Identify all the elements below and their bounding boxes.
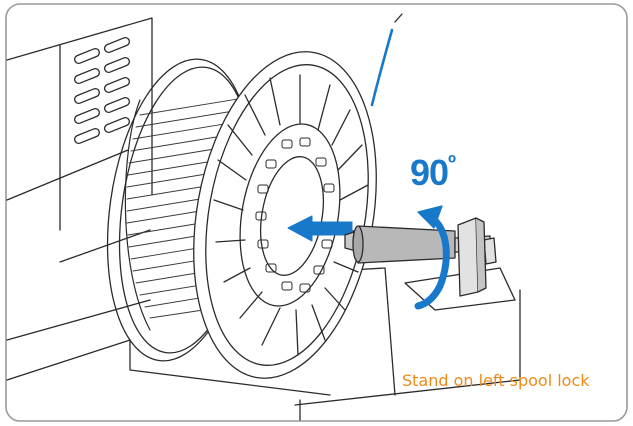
spool-front-flange	[193, 51, 377, 379]
hub-holes	[255, 137, 335, 293]
insert-arrow-icon	[287, 215, 353, 242]
caption-text: Stand on left spool lock	[402, 371, 590, 390]
rotate-arrow-icon	[414, 205, 450, 310]
diagram-border	[5, 3, 628, 422]
rotation-angle-label: 90º	[410, 150, 456, 193]
spool-lock	[344, 217, 497, 297]
filament-tube	[370, 28, 394, 107]
vent-slots	[74, 36, 130, 145]
